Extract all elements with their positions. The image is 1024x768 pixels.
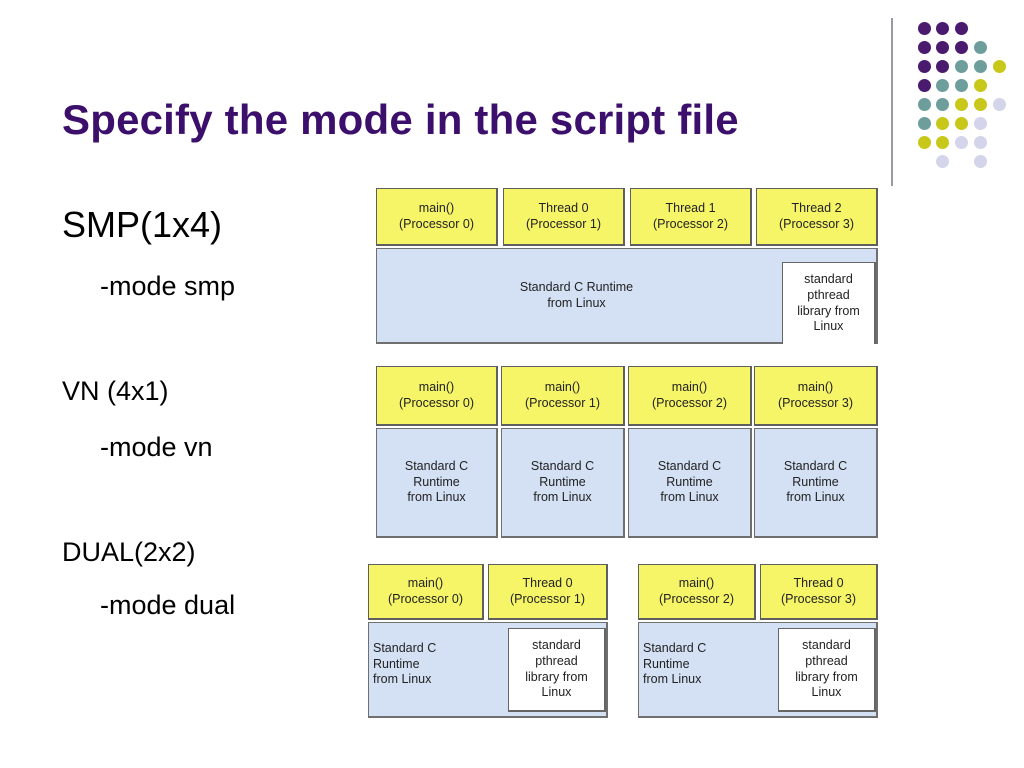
decorative-dot: [918, 22, 931, 35]
vn-cell-processor-1: main() (Processor 1): [501, 366, 625, 426]
decorative-dot: [936, 60, 949, 73]
decorative-dot: [955, 41, 968, 54]
decorative-dot: [918, 60, 931, 73]
mode-name-smp: SMP(1x4): [62, 204, 223, 245]
smp-cell-processor-0: main() (Processor 0): [376, 188, 498, 246]
decorative-dot: [918, 41, 931, 54]
dual-diagram-left: main() (Processor 0) Thread 0 (Processor…: [368, 564, 608, 718]
smp-cell-processor-3: Thread 2 (Processor 3): [756, 188, 878, 246]
slide-title: Specify the mode in the script file: [62, 96, 739, 143]
mode-flag-smp: -mode smp: [100, 271, 236, 301]
decorative-dot: [918, 98, 931, 111]
smp-diagram: main() (Processor 0) Thread 0 (Processor…: [376, 188, 878, 344]
decorative-dot: [936, 136, 949, 149]
decorative-dot: [936, 98, 949, 111]
vn-runtime-3: Standard C Runtime from Linux: [754, 428, 878, 538]
decorative-dot: [974, 41, 987, 54]
decorative-dot: [918, 117, 931, 130]
decorative-dot: [936, 79, 949, 92]
vn-cell-processor-3: main() (Processor 3): [754, 366, 878, 426]
decorative-dot: [974, 79, 987, 92]
vn-runtime-1: Standard C Runtime from Linux: [501, 428, 625, 538]
dual-right-pthread-library: standard pthread library from Linux: [778, 628, 876, 712]
decorative-dot: [918, 79, 931, 92]
dual-right-cell-processor-2: main() (Processor 2): [638, 564, 756, 620]
smp-pthread-library: standard pthread library from Linux: [782, 262, 876, 344]
decorative-dot: [993, 98, 1006, 111]
dual-left-pthread-library: standard pthread library from Linux: [508, 628, 606, 712]
vn-diagram: main() (Processor 0) main() (Processor 1…: [376, 366, 878, 538]
dual-left-cell-processor-1: Thread 0 (Processor 1): [488, 564, 608, 620]
decorative-dot: [974, 155, 987, 168]
mode-flag-vn: -mode vn: [100, 432, 213, 462]
decorative-dot: [974, 117, 987, 130]
divider-line: [891, 18, 893, 186]
vn-runtime-0: Standard C Runtime from Linux: [376, 428, 498, 538]
dual-diagram-right: main() (Processor 2) Thread 0 (Processor…: [638, 564, 878, 718]
mode-flag-dual: -mode dual: [100, 590, 236, 620]
decorative-dot: [936, 22, 949, 35]
decorative-dot: [955, 98, 968, 111]
decorative-dot: [955, 136, 968, 149]
smp-cell-processor-2: Thread 1 (Processor 2): [630, 188, 752, 246]
vn-runtime-2: Standard C Runtime from Linux: [628, 428, 752, 538]
decorative-dot: [918, 136, 931, 149]
decorative-dot: [974, 98, 987, 111]
vn-cell-processor-0: main() (Processor 0): [376, 366, 498, 426]
vn-cell-processor-2: main() (Processor 2): [628, 366, 752, 426]
decorative-dot-grid: [0, 0, 1024, 190]
dual-left-cell-processor-0: main() (Processor 0): [368, 564, 484, 620]
decorative-dot: [955, 117, 968, 130]
mode-name-vn: VN (4x1): [62, 376, 169, 406]
decorative-dot: [974, 136, 987, 149]
decorative-dot: [974, 60, 987, 73]
mode-name-dual: DUAL(2x2): [62, 537, 196, 567]
dual-right-cell-processor-3: Thread 0 (Processor 3): [760, 564, 878, 620]
decorative-dot: [955, 60, 968, 73]
smp-cell-processor-1: Thread 0 (Processor 1): [503, 188, 625, 246]
decorative-dot: [955, 79, 968, 92]
decorative-dot: [936, 117, 949, 130]
decorative-dot: [936, 155, 949, 168]
decorative-dot: [955, 22, 968, 35]
decorative-dot: [993, 60, 1006, 73]
decorative-dot: [936, 41, 949, 54]
